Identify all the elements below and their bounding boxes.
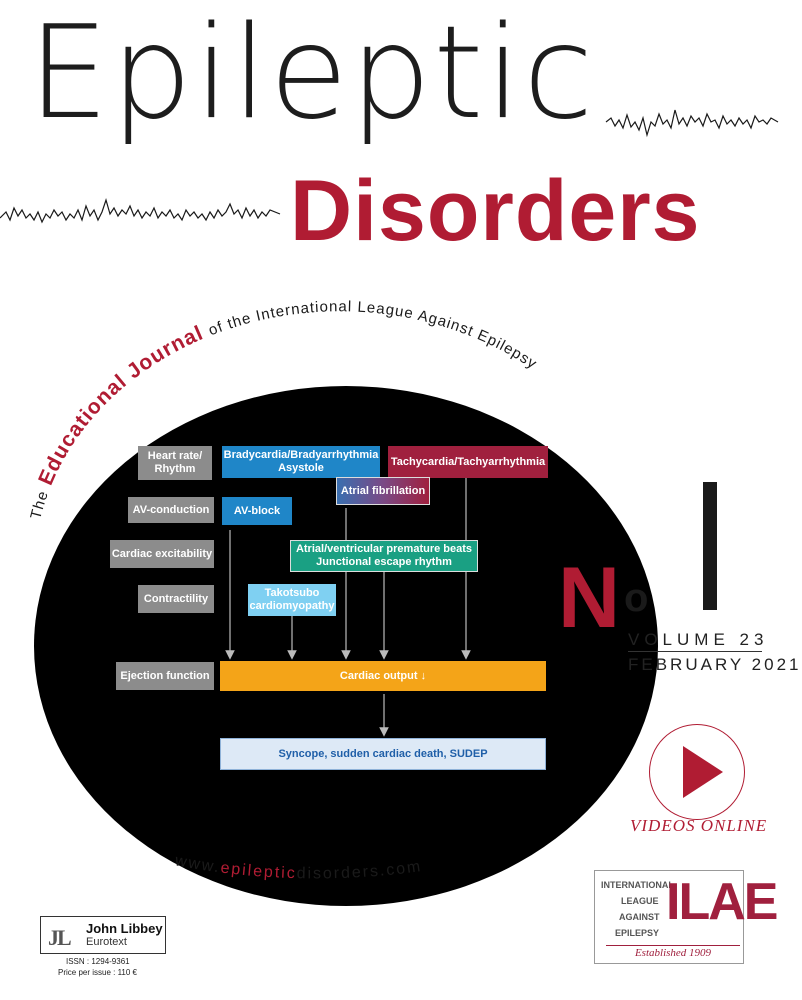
ilae-line-4: EPILEPSY xyxy=(615,928,660,938)
journal-title-main: Epileptic xyxy=(28,0,596,148)
row-label-av-conduction: AV-conduction xyxy=(128,497,214,523)
volume-divider xyxy=(628,651,762,652)
row-label-contractility: Contractility xyxy=(138,585,214,613)
node-cardiac-output: Cardiac output ↓ xyxy=(220,661,546,691)
videos-online-label: VIDEOS ONLINE xyxy=(630,816,768,835)
issue-number-n: N xyxy=(558,550,621,646)
eeg-trace-top-right xyxy=(605,109,779,138)
svg-text:www.epilepticdisorders.com: www.epilepticdisorders.com xyxy=(173,852,424,882)
issue-number-one-bar xyxy=(703,482,717,610)
volume-label: VOLUME 23 xyxy=(628,630,769,649)
ilae-established: Established 1909 xyxy=(606,945,740,961)
node-tachycardia: Tachycardia/Tachyarrhythmia xyxy=(388,446,548,478)
price: Price per issue : 110 € xyxy=(58,968,138,977)
play-button-ring[interactable] xyxy=(649,724,745,820)
node-atrial-fibrillation: Atrial fibrillation xyxy=(336,477,430,505)
play-icon[interactable] xyxy=(683,746,723,798)
ilae-logo-letters: ILAE xyxy=(666,873,778,931)
ilae-line-1: INTERNATIONAL xyxy=(601,880,674,890)
issn: ISSN : 1294-9361 xyxy=(66,957,130,966)
eeg-trace-bottom-left xyxy=(0,197,281,224)
row-label-ejection: Ejection function xyxy=(116,662,214,690)
ilae-line-3: AGAINST xyxy=(619,912,660,922)
journal-title-sub: Disorders xyxy=(290,163,701,259)
issue-number-o: o xyxy=(624,576,649,620)
row-label-excitability: Cardiac excitability xyxy=(110,540,214,568)
publisher-logo-box xyxy=(40,916,166,954)
node-av-block: AV-block xyxy=(222,497,292,525)
ilae-logo-box xyxy=(594,870,744,964)
publisher-sub: Eurotext xyxy=(86,936,127,948)
ilae-line-2: LEAGUE xyxy=(621,896,659,906)
website-url: www.epilepticdisorders.com xyxy=(173,852,424,882)
row-label-heart-rate: Heart rate/Rhythm xyxy=(138,446,212,480)
issue-date: FEBRUARY 2021 xyxy=(628,655,802,674)
node-outcome: Syncope, sudden cardiac death, SUDEP xyxy=(220,738,546,770)
publisher-name: John Libbey xyxy=(86,921,163,936)
publisher-logo-mark: JL xyxy=(48,925,72,950)
